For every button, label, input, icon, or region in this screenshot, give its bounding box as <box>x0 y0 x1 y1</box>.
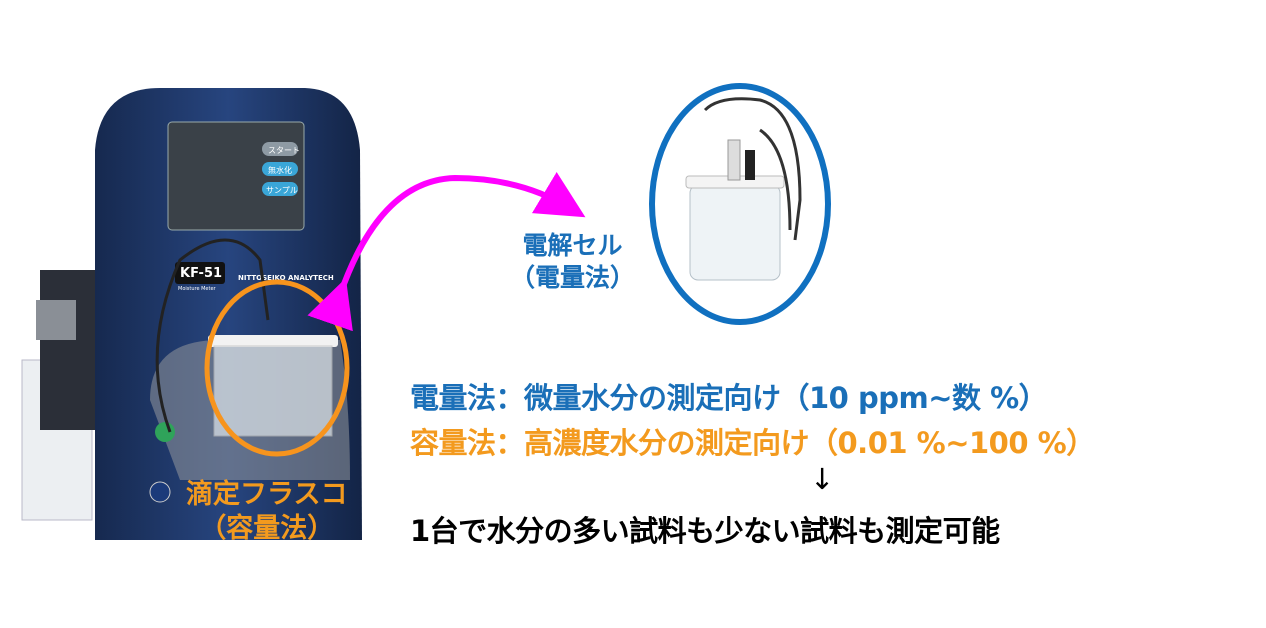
down-arrow-icon: ↓ <box>810 462 834 496</box>
electrolysis-cell-name: 電解セル <box>522 231 623 260</box>
screen-start-button <box>262 142 298 156</box>
screen-sample-label: サンプル <box>266 186 298 195</box>
titration-flask-highlight <box>204 279 350 457</box>
electrolysis-cell-highlight <box>649 83 831 325</box>
titration-flask-method: （容量法） <box>199 513 335 544</box>
model-subtitle: Moisture Meter <box>178 286 217 292</box>
brand-text: NITTOSEIKO ANALYTECH <box>238 274 334 282</box>
model-text: KF-51 <box>180 266 222 281</box>
coulometric-description: 電量法：微量水分の測定向け（10 ppm~数 %） <box>410 381 1048 415</box>
kf51-device: スタート 無水化 サンプル KF-51 Moisture Meter NITTO… <box>95 88 362 540</box>
volumetric-description: 容量法：高濃度水分の測定向け（0.01 %~100 %） <box>410 426 1095 460</box>
titration-flask-name: 滴定フラスコ <box>186 479 348 510</box>
screen-start-label: スタート <box>268 146 300 155</box>
titration-flask-label: 滴定フラスコ （容量法） <box>186 478 347 546</box>
model-badge <box>175 262 225 284</box>
screen-sample-button <box>262 182 298 196</box>
screen-dehydrate-button <box>262 162 298 176</box>
electrolysis-cell-method: （電量法） <box>510 263 636 292</box>
screen-dehydrate-label: 無水化 <box>268 165 292 175</box>
electrolysis-cell-photo <box>649 83 831 325</box>
electrolysis-cell-label: 電解セル （電量法） <box>510 230 635 294</box>
port-blue <box>149 481 171 503</box>
conclusion-text: 1台で水分の多い試料も少ない試料も測定可能 <box>410 514 1000 548</box>
double-arrow <box>307 171 586 332</box>
side-burette-unit <box>21 270 100 521</box>
port-green <box>155 422 175 442</box>
